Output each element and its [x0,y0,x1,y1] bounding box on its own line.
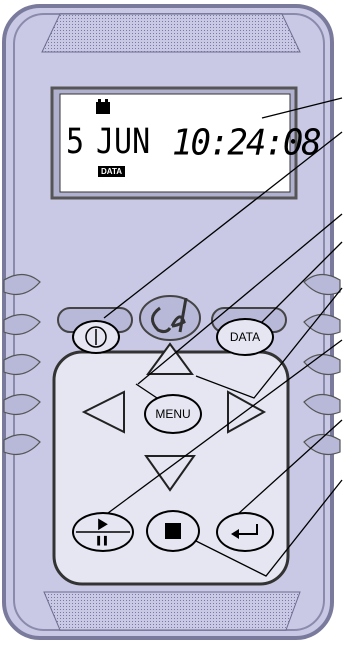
menu-button[interactable]: MENU [144,394,202,434]
enter-icon [227,520,263,544]
data-button-label: DATA [230,330,260,344]
lcd-day: 5 [66,122,84,162]
power-button[interactable] [72,320,120,354]
top-bumper [42,14,300,52]
lcd-month: JUN [96,122,150,162]
lcd-data-badge: DATA [98,166,125,177]
enter-button[interactable] [216,512,274,552]
bottom-bumper [44,592,300,630]
lcd-time: 10:24:08 [172,122,320,164]
data-button[interactable]: DATA [216,318,274,356]
battery-icon [96,102,110,114]
play-pause-button[interactable] [72,512,134,552]
play-pause-icon [74,514,132,550]
power-icon [84,325,108,349]
menu-button-label: MENU [155,407,190,421]
stop-icon [164,522,182,540]
stop-button[interactable] [146,510,200,552]
